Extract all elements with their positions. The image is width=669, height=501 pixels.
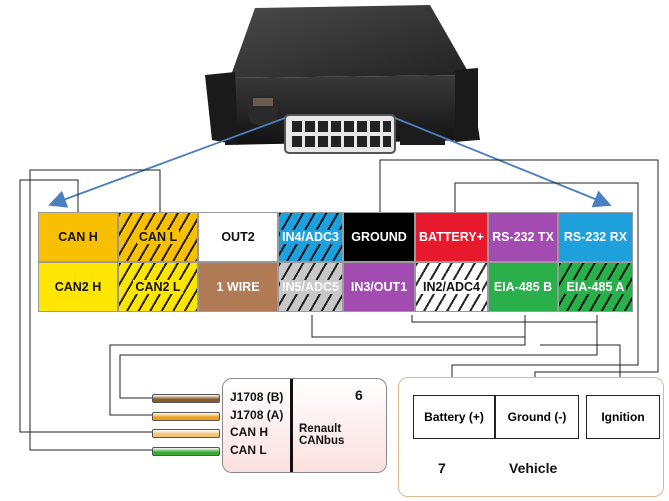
pin-row1-4: GROUND	[343, 212, 415, 262]
vehicle-terminal-battery: Battery (+)	[413, 395, 495, 439]
pin-label: GROUND	[351, 230, 407, 244]
pin-row1-6: RS-232 TX	[488, 212, 558, 262]
pin-row2-4: IN3/OUT1	[343, 262, 415, 312]
canbus-module-name: Renault CANbus	[299, 423, 345, 447]
pin-row2-6: EIA-485 B	[488, 262, 558, 312]
vehicle-terminal-ground: Ground (-)	[495, 395, 579, 439]
pin-row1-1: CAN L	[118, 212, 198, 262]
pin-row1-5: BATTERY+	[415, 212, 488, 262]
pin-label: IN4/ADC3	[280, 230, 341, 244]
pin-row2-7: EIA-485 A	[558, 262, 633, 312]
pin-row1-0: CAN H	[38, 212, 118, 262]
canbus-wire-label: CAN L	[230, 443, 267, 457]
canbus-wire-label: J1708 (A)	[230, 408, 284, 422]
pin-label: CAN H	[58, 230, 98, 244]
pin-label: CAN L	[136, 230, 180, 244]
canbus-wire-label: CAN H	[230, 425, 268, 439]
pin-row1-7: RS-232 RX	[558, 212, 633, 262]
canbus-module-divider	[290, 379, 293, 472]
canbus-wire-sleeve	[152, 447, 220, 456]
pin-row1-2: OUT2	[198, 212, 278, 262]
canbus-wire-sleeve	[152, 394, 220, 403]
vehicle-terminal-label: Battery (+)	[424, 410, 484, 424]
vehicle-terminal-label: Ignition	[601, 410, 645, 424]
pin-label: BATTERY+	[419, 230, 484, 244]
pin-label: IN3/OUT1	[350, 280, 408, 294]
pin-label: RS-232 RX	[563, 230, 628, 244]
pin-label: IN2/ADC4	[421, 280, 482, 294]
pin-label: CAN2 H	[54, 280, 102, 294]
pin-row2-2: 1 WIRE	[198, 262, 278, 312]
pin-row2-0: CAN2 H	[38, 262, 118, 312]
pin-label: IN5/ADC5	[280, 280, 341, 294]
vehicle-terminal-label: Ground (-)	[507, 410, 567, 424]
pin-label: CAN2 L	[133, 280, 183, 294]
canbus-wire-sleeve	[152, 429, 220, 438]
pin-row2-3: IN5/ADC5	[278, 262, 343, 312]
pin-row2-5: IN2/ADC4	[415, 262, 488, 312]
canbus-wire-sleeve	[152, 412, 220, 421]
pin-label: EIA-485 A	[564, 280, 627, 294]
pin-label: RS-232 TX	[492, 230, 554, 244]
pin-label: EIA-485 B	[493, 280, 553, 294]
pin-row1-3: IN4/ADC3	[278, 212, 343, 262]
vehicle-name: Vehicle	[509, 460, 558, 476]
arrow-left	[48, 117, 286, 208]
canbus-module: 6 Renault CANbus	[222, 378, 387, 473]
vehicle-number: 7	[438, 460, 446, 476]
canbus-module-bg	[223, 379, 386, 472]
pin-label: 1 WIRE	[216, 280, 260, 294]
vehicle-terminal-ignition: Ignition	[586, 395, 660, 439]
canbus-module-number: 6	[355, 387, 363, 403]
pin-row2-1: CAN2 L	[118, 262, 198, 312]
canbus-wire-label: J1708 (B)	[230, 390, 284, 404]
pin-label: OUT2	[221, 230, 255, 244]
